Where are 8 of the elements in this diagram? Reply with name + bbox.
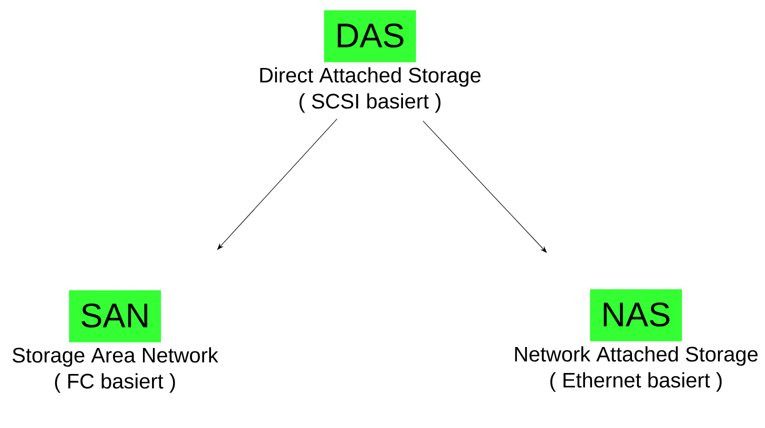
label-box: NAS <box>590 289 682 342</box>
description: Direct Attached Storage ( SCSI basiert ) <box>260 67 480 113</box>
arrow <box>217 118 338 250</box>
arrow <box>422 120 547 253</box>
description: Network Attached Storage ( Ethernet basiert ) <box>515 346 758 392</box>
label-box: SAN <box>69 290 161 342</box>
label-box: DAS <box>324 10 416 62</box>
description: Storage Area Network ( FC basiert ) <box>12 347 218 393</box>
